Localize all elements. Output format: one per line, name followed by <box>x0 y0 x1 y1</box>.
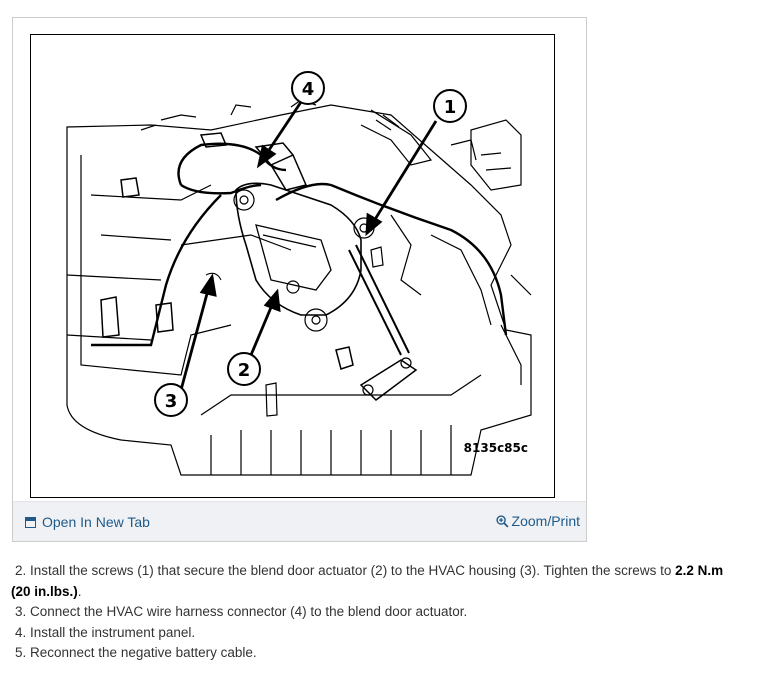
zoom-print-link[interactable]: Zoom/Print <box>495 513 580 529</box>
figure-code: 8135c85c <box>463 441 528 455</box>
step-2-continued: (20 in.lbs.). <box>11 583 82 599</box>
torque-nm: 2.2 N.m <box>675 563 724 578</box>
open-tab-icon <box>25 516 36 528</box>
diagram-frame: 4 1 2 3 8135c85c <box>30 34 555 498</box>
figure-card: 4 1 2 3 8135c85c Open In New Tab Zoom/Pr… <box>12 17 587 542</box>
step-3: 3. Connect the HVAC wire harness connect… <box>15 604 468 619</box>
open-in-new-tab-link[interactable]: Open In New Tab <box>25 514 150 530</box>
step-5: 5. Reconnect the negative battery cable. <box>15 645 257 660</box>
step-2: 2. Install the screws (1) that secure th… <box>15 563 724 578</box>
figure-toolbar: Open In New Tab Zoom/Print <box>13 501 586 541</box>
instruction-list: 2. Install the screws (1) that secure th… <box>11 561 771 664</box>
callout-3: 3 <box>165 391 178 412</box>
zoom-print-label: Zoom/Print <box>511 513 580 529</box>
callout-2: 2 <box>238 360 251 381</box>
torque-inlbs: (20 in.lbs.) <box>11 583 78 599</box>
hvac-diagram: 4 1 2 3 <box>66 71 532 476</box>
callout-1: 1 <box>444 97 457 118</box>
zoom-in-icon <box>495 514 509 527</box>
callout-4: 4 <box>302 79 315 100</box>
step-4: 4. Install the instrument panel. <box>15 624 196 640</box>
open-in-new-tab-label: Open In New Tab <box>42 514 150 530</box>
